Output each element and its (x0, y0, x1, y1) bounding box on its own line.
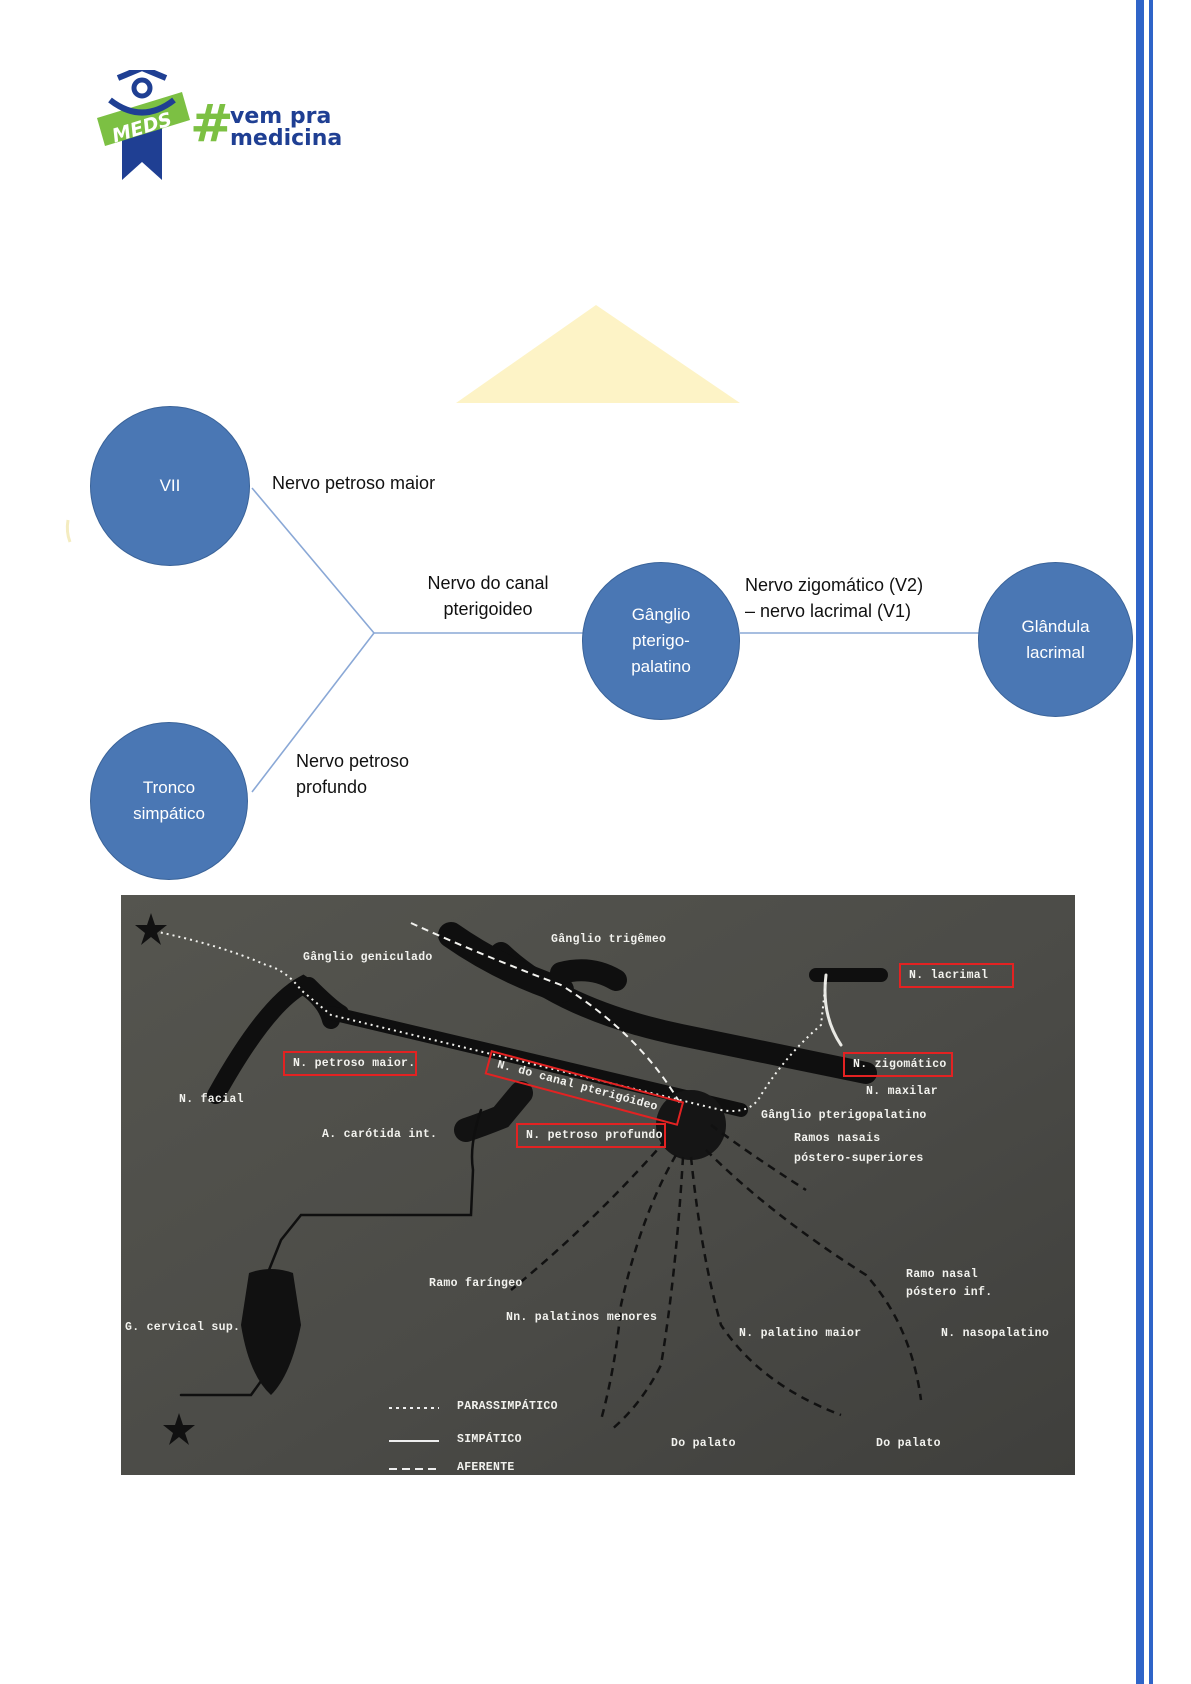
logo-line1: vem pra (230, 104, 332, 129)
label-g-cervical: G. cervical sup. (125, 1321, 241, 1334)
star-bottom-icon (163, 1413, 195, 1445)
logo-line2: medicina (230, 126, 343, 151)
label-ganglio-geniculado: Gânglio geniculado (303, 951, 433, 964)
edge-tronco-junction (251, 632, 375, 793)
label-ramos-nasais-2: póstero-superiores (794, 1152, 924, 1165)
diagram-edges (251, 487, 980, 793)
background-triangle-shape (456, 305, 740, 403)
logo-hash: # (190, 94, 234, 154)
label-do-palato-2: Do palato (876, 1437, 941, 1450)
label-nervo-petroso-profundo: Nervo petroso profundo (296, 748, 409, 800)
label-ramos-nasais-1: Ramos nasais (794, 1132, 881, 1145)
page-border-inner (1149, 0, 1153, 1684)
label-ramo-faringeo: Ramo faríngeo (429, 1277, 523, 1290)
legend-simpatico: SIMPÁTICO (457, 1433, 522, 1446)
legend-parassimpatico: PARASSIMPÁTICO (457, 1400, 558, 1413)
highlight-n-zigomatico: N. zigomático (843, 1052, 953, 1077)
nerve-illustration (121, 895, 1075, 1475)
node-glandula-lacrimal: Glândula lacrimal (978, 562, 1133, 717)
label-nervo-canal-pterigoideo: Nervo do canal pterigoideo (408, 570, 568, 622)
logo-wordmark: vem pra medicina (230, 106, 342, 150)
star-top-icon (135, 913, 167, 945)
label-nervo-zigomatico-lacrimal: Nervo zigomático (V2) – nervo lacrimal (… (745, 572, 923, 624)
label-canal-line2: pterigoideo (443, 599, 533, 619)
label-nn-palatinos-menores: Nn. palatinos menores (506, 1311, 658, 1324)
label-nervo-petroso-maior: Nervo petroso maior (272, 473, 436, 493)
highlight-n-petroso-maior: N. petroso maior. (283, 1051, 417, 1076)
label-ramo-nasal-1: Ramo nasal (906, 1268, 979, 1281)
meds-logo: MEDS # vem pra medicina (82, 70, 382, 190)
label-n-facial: N. facial (179, 1093, 244, 1106)
node-ganglio-pterigopalatino: Gânglio pterigo-palatino (582, 562, 740, 720)
label-n-nasopalatino: N. nasopalatino (941, 1327, 1050, 1340)
label-a-carotida: A. carótida int. (322, 1128, 438, 1141)
logo-emblem-icon: MEDS (97, 70, 190, 180)
faint-arc-shape (65, 519, 72, 543)
highlight-n-petroso-profundo: N. petroso profundo (516, 1123, 666, 1148)
label-n-maxilar: N. maxilar (866, 1085, 939, 1098)
diagram-decor (65, 305, 980, 793)
label-do-palato-1: Do palato (671, 1437, 736, 1450)
label-ganglio-pterigopalatino: Gânglio pterigopalatino (761, 1109, 927, 1122)
label-zigomatico-line2: – nervo lacrimal (V1) (745, 601, 912, 621)
label-profundo-line2: profundo (296, 777, 368, 797)
highlight-n-lacrimal: N. lacrimal (899, 963, 1014, 988)
label-n-palatino-maior: N. palatino maior (739, 1327, 862, 1340)
node-tronco-simpatico: Tronco simpático (90, 722, 248, 880)
anatomical-figure-photo: Gânglio geniculado Gânglio trigêmeo N. l… (121, 895, 1075, 1475)
page-border-outer (1136, 0, 1144, 1684)
label-profundo-line1: Nervo petroso (296, 751, 410, 771)
label-canal-line1: Nervo do canal (427, 573, 549, 593)
legend-aferente: AFERENTE (457, 1461, 515, 1474)
label-ramo-nasal-2: póstero inf. (906, 1286, 993, 1299)
edge-vii-junction (251, 487, 375, 634)
label-ganglio-trigemeo: Gânglio trigêmeo (551, 933, 667, 946)
nerve-diagram: VII Tronco simpático Gânglio pterigo-pal… (0, 290, 1140, 880)
label-zigomatico-line1: Nervo zigomático (V2) (745, 575, 924, 595)
node-vii: VII (90, 406, 250, 566)
